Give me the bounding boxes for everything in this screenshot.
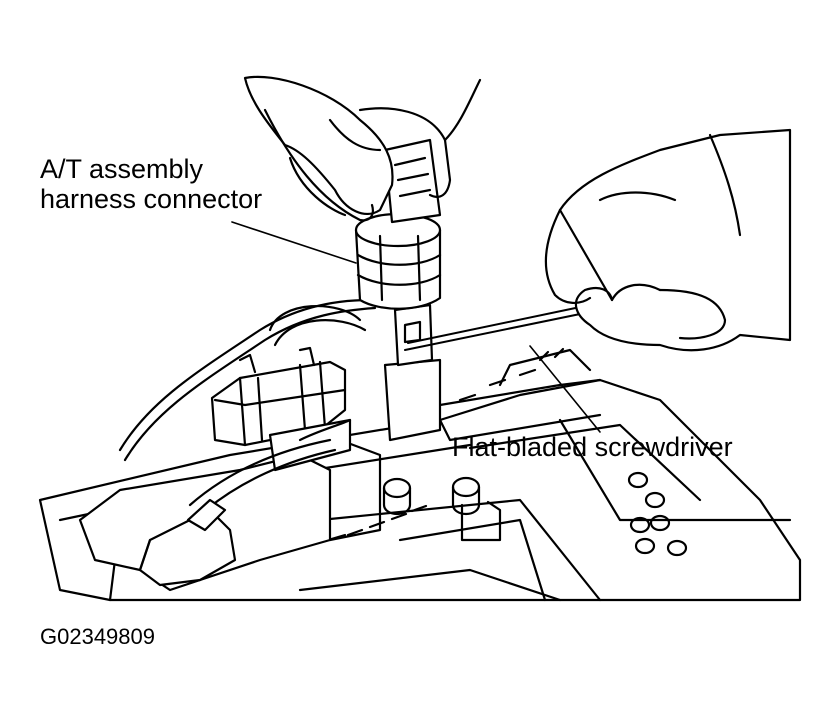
leader-screwdriver [529, 345, 601, 433]
leader-harness-connector [231, 221, 357, 264]
screwdriver-label: Flat-bladed screwdriver [452, 432, 733, 462]
harness-connector-label-line1: A/T assembly [40, 154, 204, 184]
figure-id: G02349809 [40, 624, 155, 649]
harness-connector [354, 138, 442, 310]
harness-connector-label-line2: harness connector [40, 184, 263, 214]
right-hand [544, 128, 792, 352]
leader-lines [231, 221, 601, 433]
connector-mount [383, 303, 442, 442]
left-hand [243, 75, 482, 222]
wire-harness [118, 298, 377, 532]
harness-connector-label: A/T assembly harness connector [40, 154, 262, 214]
connector-bracket [210, 346, 352, 472]
screwdriver [404, 298, 598, 351]
